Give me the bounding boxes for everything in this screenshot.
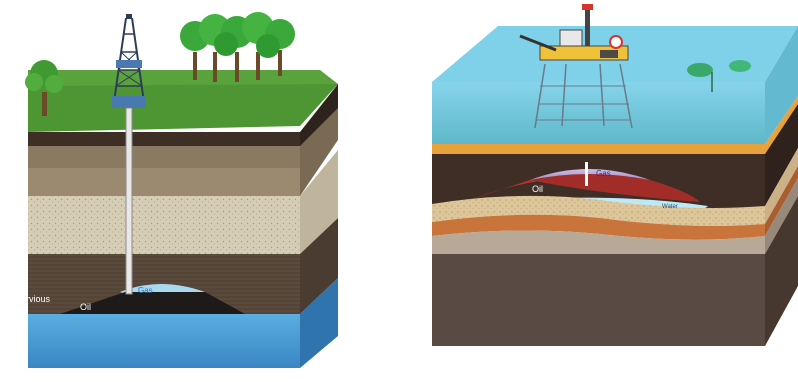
onshore-diagram: rvious Gas Oil — [25, 12, 338, 368]
reservoir-well — [585, 162, 588, 186]
well-pipe — [125, 107, 133, 295]
label-gas-right: Gas — [596, 169, 611, 178]
buoy-icon — [687, 60, 751, 92]
tree-cluster-icon — [180, 12, 295, 82]
sandstone-layer — [28, 196, 300, 254]
label-gas-left: Gas — [138, 286, 153, 295]
label-impervious: rvious — [26, 294, 51, 304]
sediment-layer-2 — [28, 168, 300, 196]
offshore-diagram: Gas Oil Water — [432, 4, 798, 346]
topsoil-layer — [28, 132, 300, 146]
oil-platform-icon — [519, 4, 633, 129]
label-oil-left: Oil — [80, 302, 91, 312]
tree-icon — [25, 60, 63, 116]
label-water-right: Water — [662, 204, 678, 210]
aquifer-layer — [28, 314, 300, 368]
label-oil-right: Oil — [532, 184, 543, 194]
deep-rock-layer — [432, 254, 765, 346]
sand-layer — [432, 195, 765, 226]
oil-pocket — [60, 292, 245, 314]
sediment-layer-1 — [28, 146, 300, 168]
sea-water — [432, 82, 765, 144]
drilling-derrick-icon — [112, 14, 146, 108]
